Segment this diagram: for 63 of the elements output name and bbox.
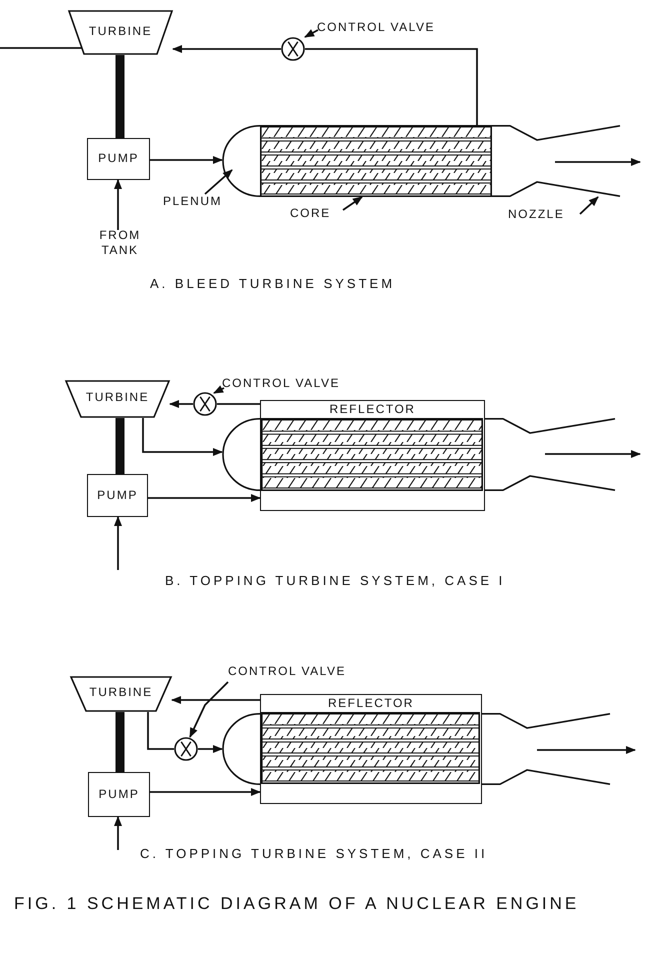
flow-arrow (148, 494, 261, 502)
leader-line (342, 196, 363, 211)
pump-box (87, 138, 150, 180)
reactor-core (260, 125, 492, 197)
component-label: REFLECTOR (328, 402, 416, 417)
turbine-symbol (68, 10, 173, 55)
subfigure-caption: C. TOPPING TURBINE SYSTEM, CASE II (140, 846, 488, 861)
component-label: TURBINE (88, 24, 154, 38)
leader-line (114, 179, 122, 230)
reactor-core (261, 418, 483, 490)
callout-label: CONTROL VALVE (317, 20, 482, 35)
callout-label: CONTROL VALVE (228, 664, 388, 679)
pump-box (87, 474, 148, 517)
control-valve-symbol (193, 392, 217, 416)
flow-arrow (545, 450, 641, 458)
control-valve-symbol (174, 737, 198, 761)
flow-arrow (169, 400, 193, 408)
nozzle-outline (482, 713, 610, 785)
component-label: REFLECTOR (327, 696, 415, 711)
component-label: PUMP (96, 488, 139, 502)
component-label: PUMP (97, 151, 140, 166)
subfigure-caption: A. BLEED TURBINE SYSTEM (150, 276, 396, 291)
turbine-symbol (70, 676, 172, 712)
leader-line (304, 29, 318, 38)
flow-arrow (114, 516, 122, 570)
reactor-core (261, 712, 480, 784)
turbine-symbol (65, 380, 170, 418)
nozzle-outline (485, 418, 615, 491)
flow-arrow (171, 696, 260, 704)
component-label: PUMP (98, 786, 140, 802)
control-valve-symbol (281, 37, 305, 61)
callout-label: PLENUM (163, 194, 238, 209)
flow-arrow (150, 156, 223, 164)
leader-line (579, 196, 599, 215)
callout-label: CORE (290, 206, 345, 221)
leader-line (204, 169, 233, 195)
component-label: TURBINE (84, 390, 150, 405)
flow-arrow (142, 418, 223, 456)
reflector-box (260, 400, 485, 511)
leader-line (213, 385, 224, 394)
reflector-box (260, 694, 482, 804)
component-label: TURBINE (88, 685, 154, 700)
figure-caption: FIG. 1 SCHEMATIC DIAGRAM OF A NUCLEAR ENGINE (14, 894, 580, 914)
flow-arrow (198, 745, 223, 753)
shaft-line (116, 418, 124, 474)
flow-arrow (555, 158, 641, 166)
plenum-shape (222, 418, 260, 491)
shaft-line (116, 55, 124, 138)
leader-line (189, 681, 229, 738)
callout-label: FROM TANK (92, 228, 148, 258)
flow-arrow (172, 45, 281, 53)
flow-arrow (147, 712, 174, 750)
pump-box (88, 772, 150, 817)
callout-label: CONTROL VALVE (222, 376, 387, 391)
flow-arrow (114, 816, 122, 850)
shaft-line (116, 712, 124, 772)
flow-arrow (150, 788, 261, 796)
plenum-shape (222, 125, 260, 197)
nozzle-outline (492, 125, 620, 197)
callout-label: NOZZLE (508, 207, 582, 222)
subfigure-caption: B. TOPPING TURBINE SYSTEM, CASE I (165, 573, 506, 588)
plenum-shape (222, 713, 260, 785)
flow-arrow (537, 746, 636, 754)
